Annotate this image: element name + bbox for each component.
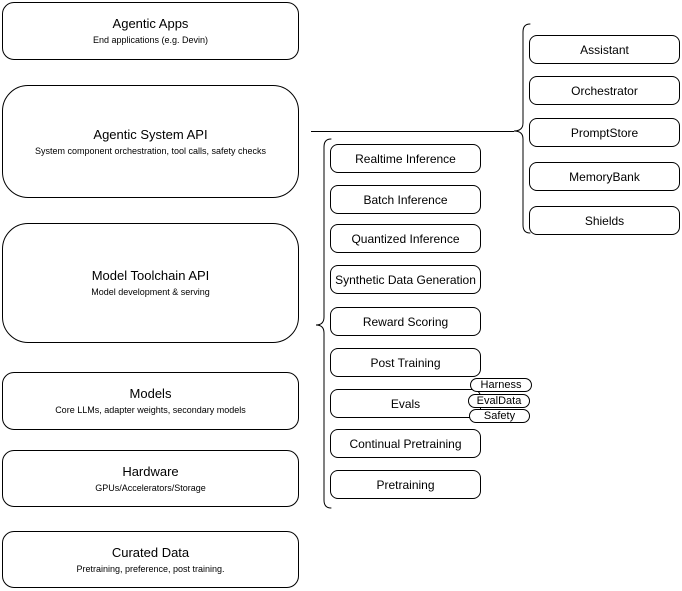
toolchain-item-reward-scoring: Reward Scoring — [330, 307, 481, 336]
node-subtitle: End applications (e.g. Devin) — [92, 35, 209, 45]
node-agentic-system-api: Agentic System API System component orch… — [2, 85, 299, 198]
tag-label: Harness — [480, 378, 522, 391]
toolchain-item-label: Evals — [390, 396, 421, 411]
toolchain-item-continual-pretraining: Continual Pretraining — [330, 429, 481, 458]
component-label: Assistant — [580, 42, 629, 57]
component-orchestrator: Orchestrator — [529, 76, 680, 105]
node-models: Models Core LLMs, adapter weights, secon… — [2, 372, 299, 430]
toolchain-brace — [315, 138, 332, 509]
toolchain-item-label: Reward Scoring — [362, 314, 449, 329]
node-model-toolchain-api: Model Toolchain API Model development & … — [2, 223, 299, 343]
node-subtitle: System component orchestration, tool cal… — [34, 145, 267, 156]
system-components-brace — [513, 23, 531, 234]
toolchain-item-label: Batch Inference — [363, 192, 448, 207]
toolchain-item-label: Pretraining — [376, 477, 435, 492]
node-subtitle: Pretraining, preference, post training. — [76, 563, 225, 574]
component-label: PromptStore — [570, 125, 639, 140]
node-title: Curated Data — [111, 544, 190, 560]
toolchain-item-synthetic-data-generation: Synthetic Data Generation — [330, 265, 481, 294]
node-title: Models — [129, 386, 172, 401]
node-hardware: Hardware GPUs/Accelerators/Storage — [2, 450, 299, 507]
node-curated-data: Curated Data Pretraining, preference, po… — [2, 531, 299, 588]
tag-label: EvalData — [476, 394, 522, 407]
component-shields: Shields — [529, 206, 680, 235]
toolchain-item-evals: Evals — [330, 389, 481, 418]
component-label: MemoryBank — [569, 169, 640, 184]
toolchain-item-quantized-inference: Quantized Inference — [330, 224, 481, 253]
tag-label: Safety — [483, 409, 516, 422]
node-title: Model Toolchain API — [91, 268, 210, 283]
component-promptstore: PromptStore — [529, 118, 680, 147]
node-subtitle: Core LLMs, adapter weights, secondary mo… — [55, 405, 246, 415]
node-subtitle: GPUs/Accelerators/Storage — [95, 482, 206, 493]
toolchain-item-pretraining: Pretraining — [330, 470, 481, 499]
node-agentic-apps: Agentic Apps End applications (e.g. Devi… — [2, 2, 299, 60]
node-title: Agentic Apps — [112, 16, 189, 31]
toolchain-item-label: Post Training — [370, 355, 441, 370]
component-label: Shields — [584, 213, 625, 228]
component-label: Orchestrator — [571, 83, 638, 98]
node-subtitle: Model development & serving — [91, 287, 210, 297]
tag-safety: Safety — [469, 409, 530, 423]
component-memorybank: MemoryBank — [529, 162, 680, 191]
node-title: Hardware — [122, 463, 179, 479]
toolchain-item-realtime-inference: Realtime Inference — [330, 144, 481, 173]
node-title: Agentic System API — [93, 126, 208, 142]
toolchain-item-label: Synthetic Data Generation — [335, 272, 476, 287]
toolchain-item-batch-inference: Batch Inference — [330, 185, 481, 214]
toolchain-item-label: Quantized Inference — [351, 231, 460, 246]
toolchain-item-label: Realtime Inference — [355, 151, 456, 166]
toolchain-item-label: Continual Pretraining — [349, 436, 462, 451]
toolchain-item-post-training: Post Training — [330, 348, 481, 377]
tag-harness: Harness — [470, 378, 532, 392]
component-assistant: Assistant — [529, 35, 680, 64]
tag-evaldata: EvalData — [468, 394, 530, 408]
